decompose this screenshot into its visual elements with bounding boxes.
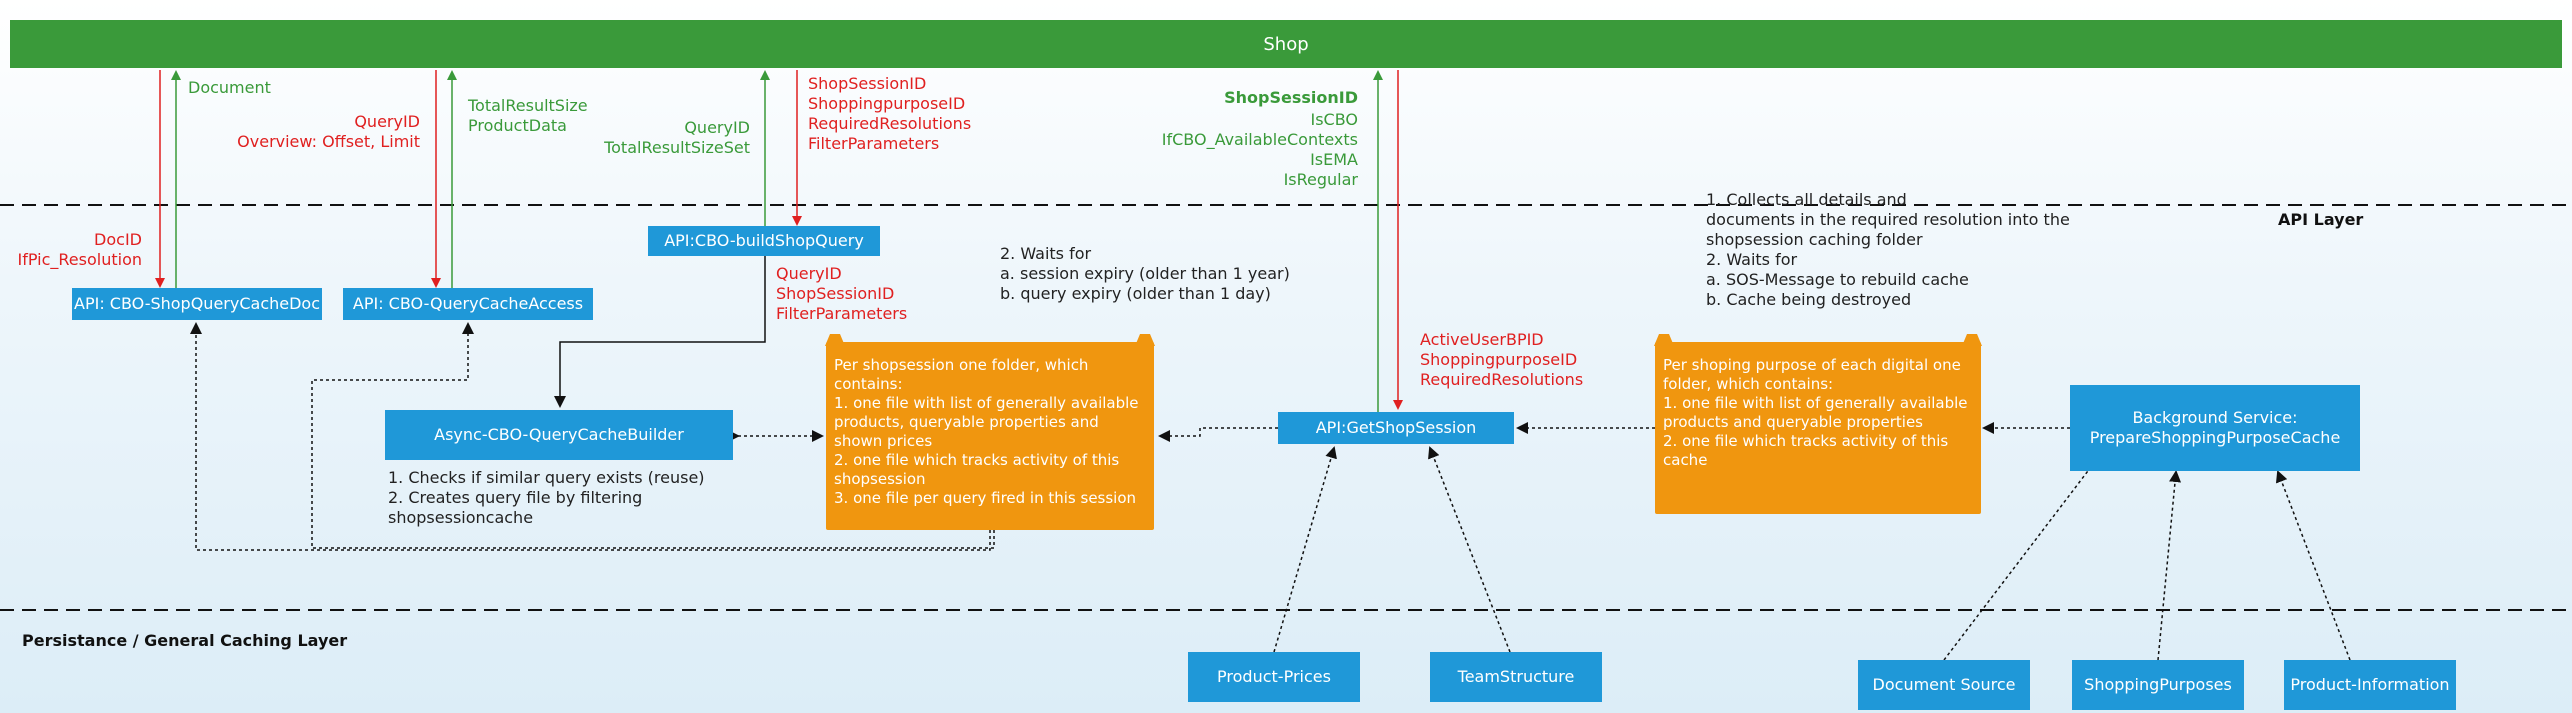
arrow-team-to-session [1428,446,1511,653]
label-totalresult-productdata: TotalResultSize ProductData [468,96,588,135]
shopsession-folder: Per shopsession one folder, which contai… [826,342,1154,530]
cbo-querycacheaccess-box[interactable]: API: CBO-QueryCacheAccess [343,288,593,320]
shopsession-folder-text: Per shopsession one folder, which contai… [834,356,1139,507]
arrow-build-to-builder [554,256,766,408]
async-querycachebuilder-label: Async-CBO-QueryCacheBuilder [434,425,684,444]
label-waits-expiry: 2. Waits for a. session expiry (older th… [1000,244,1290,303]
shoppingpurposes-label: ShoppingPurposes [2084,675,2232,694]
persistance-layer-title: Persistance / General Caching Layer [22,631,348,650]
background-service-box[interactable]: Background Service: PrepareShoppingPurpo… [2070,385,2360,471]
teamstructure-box[interactable]: TeamStructure [1430,652,1602,702]
arrow-prodinfo-to-background [2275,470,2351,661]
label-document: Document [188,78,271,97]
arrow-purposes-to-background [2157,470,2182,661]
cbo-buildshopquery-box[interactable]: API:CBO-buildShopQuery [648,226,880,256]
getshopsession-label: API:GetShopSession [1315,418,1477,437]
label-build-request-params: ShopSessionID ShoppingpurposeID Required… [808,74,972,153]
api-layer-title: API Layer [2278,210,2364,229]
cbo-querycacheaccess-label: API: CBO-QueryCacheAccess [352,294,584,313]
product-information-label: Product-Information [2290,675,2450,694]
document-source-box[interactable]: Document Source [1858,660,2030,710]
document-source-label: Document Source [1872,675,2016,694]
label-session-response: IsCBO IfCBO_AvailableContexts IsEMA IsRe… [1161,110,1358,189]
label-builder-notes: 1. Checks if similar query exists (reuse… [388,468,705,527]
arrow-session-to-folder [1158,427,1278,442]
label-docid: DocID IfPic_Resolution [17,230,143,269]
arrow-docsource-to-background [1943,440,2112,661]
async-querycachebuilder-box[interactable]: Async-CBO-QueryCacheBuilder [385,410,733,460]
label-queryid-overview: QueryID Overview: Offset, Limit [237,112,420,151]
arrow-folder-to-doc [190,322,991,551]
product-prices-label: Product-Prices [1217,667,1331,686]
product-information-box[interactable]: Product-Information [2284,660,2456,710]
shoppingpurpose-folder: Per shoping purpose of each digital one … [1655,342,1981,514]
cbo-shopquerycachedoc-box[interactable]: API: CBO-ShopQueryCacheDoc [72,288,322,320]
label-collects-details: 1. Collects all details and documents in… [1706,190,2070,309]
label-queryid-totalset: QueryID TotalResultSizeSet [604,118,750,157]
label-build-output: QueryID ShopSessionID FilterParameters [776,264,908,323]
arrow-folder-to-access [311,322,995,549]
label-session-response-title: ShopSessionID [1224,88,1358,107]
label-session-request: ActiveUserBPID ShoppingpurposeID Require… [1420,330,1584,389]
product-prices-box[interactable]: Product-Prices [1188,652,1360,702]
shop-bar: Shop [10,20,2562,68]
background-service-label: Background Service: PrepareShoppingPurpo… [2089,408,2341,447]
cbo-shopquerycachedoc-label: API: CBO-ShopQueryCacheDoc [74,294,320,313]
cbo-buildshopquery-label: API:CBO-buildShopQuery [664,231,864,250]
shoppingpurpose-folder-text: Per shoping purpose of each digital one … [1663,356,1968,469]
teamstructure-label: TeamStructure [1457,667,1575,686]
shoppingpurposes-box[interactable]: ShoppingPurposes [2072,660,2244,710]
getshopsession-box[interactable]: API:GetShopSession [1278,412,1514,444]
arrow-prices-to-session [1273,446,1337,653]
